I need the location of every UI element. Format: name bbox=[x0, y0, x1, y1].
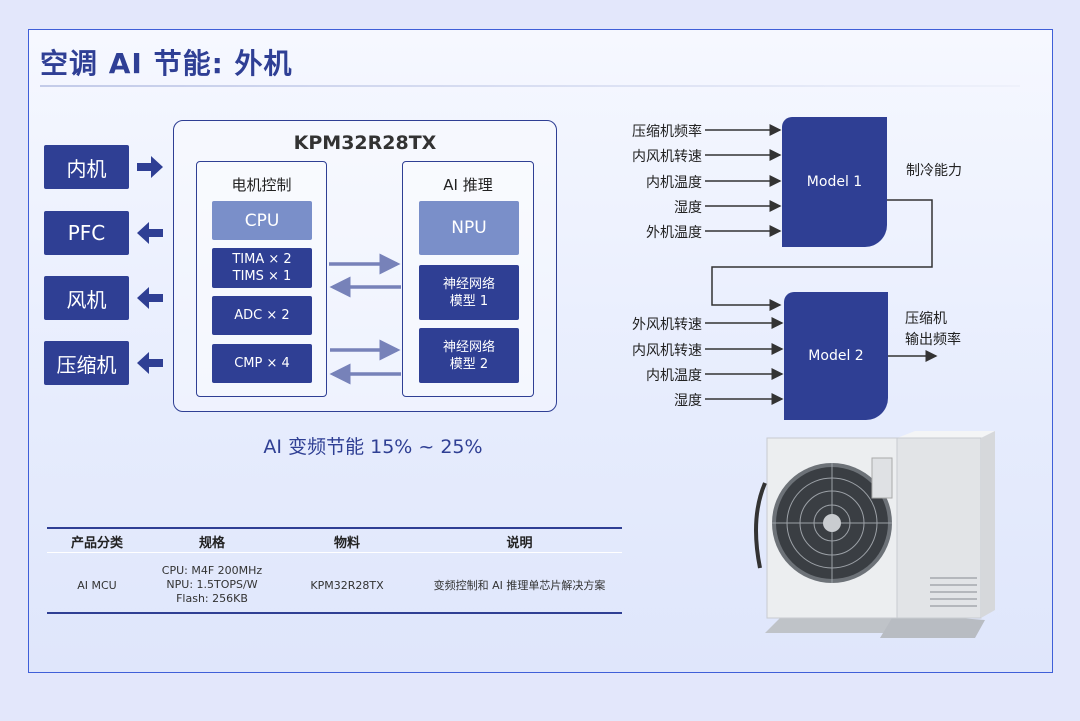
table-row: AI MCU CPU: M4F 200MHz NPU: 1.5TOPS/W Fl… bbox=[47, 563, 622, 607]
m1-input: 外机温度 bbox=[646, 225, 702, 241]
model-2-block: Model 2 bbox=[784, 292, 888, 420]
cell-category: AI MCU bbox=[77, 578, 117, 592]
outdoor-unit-image bbox=[754, 431, 995, 638]
col-header: 说明 bbox=[506, 536, 533, 551]
block-indoor-unit: 内机 bbox=[44, 145, 129, 189]
col-header: 物料 bbox=[333, 536, 360, 551]
adc-block: ADC × 2 bbox=[212, 296, 312, 335]
m2-input: 湿度 bbox=[674, 393, 702, 409]
m1-input: 湿度 bbox=[674, 200, 702, 216]
npu-block: NPU bbox=[419, 201, 519, 255]
cell-part: KPM32R28TX bbox=[310, 578, 384, 592]
table-bottom-rule bbox=[47, 612, 622, 614]
nn-model-1-block: 神经网络 模型 1 bbox=[419, 265, 519, 320]
table-header-rule bbox=[47, 552, 622, 553]
table-top-rule bbox=[47, 527, 622, 529]
cpu-block: CPU bbox=[212, 201, 312, 240]
title-divider bbox=[40, 85, 1020, 87]
table-header: 产品分类 规格 物料 说明 bbox=[47, 532, 622, 552]
m2-input: 内机温度 bbox=[646, 368, 702, 384]
chip-name: KPM32R28TX bbox=[293, 132, 437, 154]
m1-output: 制冷能力 bbox=[906, 163, 962, 179]
m1-input: 内风机转速 bbox=[632, 149, 702, 165]
motor-control-title: 电机控制 bbox=[231, 176, 292, 194]
timer-block: TIMA × 2 TIMS × 1 bbox=[212, 248, 312, 288]
block-fan: 风机 bbox=[44, 276, 129, 320]
ai-inference-title: AI 推理 bbox=[443, 176, 493, 194]
block-compressor: 压缩机 bbox=[44, 341, 129, 385]
energy-savings-text: AI 变频节能 15% ~ 25% bbox=[263, 436, 483, 458]
m2-input: 外风机转速 bbox=[632, 317, 702, 333]
col-header: 规格 bbox=[198, 536, 225, 551]
m1-input: 压缩机频率 bbox=[632, 124, 702, 140]
m1-input: 内机温度 bbox=[646, 175, 702, 191]
cell-description: 变频控制和 AI 推理单芯片解决方案 bbox=[433, 579, 606, 592]
cmp-block: CMP × 4 bbox=[212, 344, 312, 383]
page-title: 空调 AI 节能: 外机 bbox=[40, 47, 293, 80]
col-header: 产品分类 bbox=[70, 536, 123, 551]
block-pfc: PFC bbox=[44, 211, 129, 255]
side-arrows bbox=[137, 156, 163, 374]
cell-spec: CPU: M4F 200MHz NPU: 1.5TOPS/W Flash: 25… bbox=[161, 564, 263, 605]
m2-output: 压缩机 输出频率 bbox=[905, 311, 961, 348]
m2-input: 内风机转速 bbox=[632, 343, 702, 359]
nn-model-2-block: 神经网络 模型 2 bbox=[419, 328, 519, 383]
model-1-block: Model 1 bbox=[782, 117, 887, 247]
